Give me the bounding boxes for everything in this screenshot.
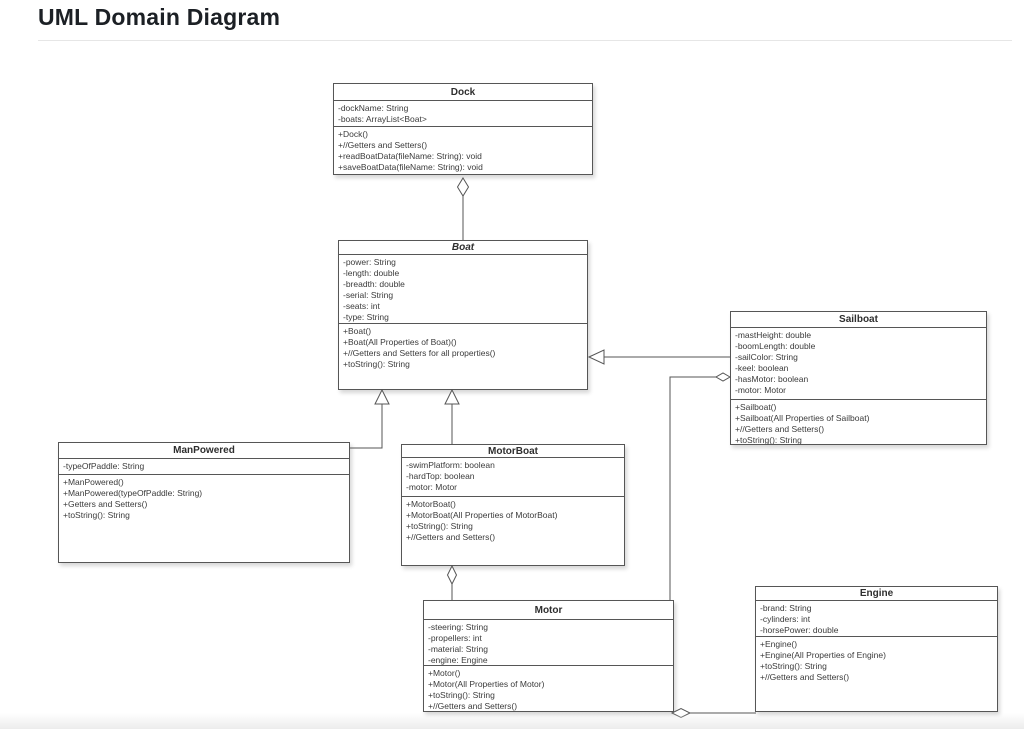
page-bottom-edge <box>0 713 1024 729</box>
class-manpowered-title: ManPowered <box>59 443 349 459</box>
class-manpowered: ManPowered -typeOfPaddle: String +ManPow… <box>58 442 350 563</box>
class-manpowered-attributes: -typeOfPaddle: String <box>63 461 145 471</box>
connector-sailboat-aggregates-motor <box>669 372 732 600</box>
class-sailboat-attributes: -mastHeight: double -boomLength: double … <box>735 330 816 395</box>
class-motor-attributes: -steering: String -propellers: int -mate… <box>428 622 488 665</box>
header-divider <box>38 40 1012 41</box>
class-motor: Motor -steering: String -propellers: int… <box>423 600 674 712</box>
class-sailboat-methods: +Sailboat() +Sailboat(All Properties of … <box>731 399 986 444</box>
generalization-triangle-icon <box>444 388 460 405</box>
class-engine-attributes: -brand: String -cylinders: int -horsePow… <box>760 603 839 635</box>
class-engine: Engine -brand: String -cylinders: int -h… <box>755 586 998 712</box>
class-dock-methods: +Dock() +//Getters and Setters() +readBo… <box>334 126 592 174</box>
aggregation-diamond-icon <box>446 564 458 586</box>
class-engine-title: Engine <box>756 587 997 601</box>
class-sailboat-title: Sailboat <box>731 312 986 328</box>
generalization-triangle-icon <box>374 388 390 405</box>
connector-dock-aggregates-boat <box>456 177 470 240</box>
class-motor-title: Motor <box>424 601 673 620</box>
class-boat-title: Boat <box>339 241 587 255</box>
class-engine-methods: +Engine() +Engine(All Properties of Engi… <box>756 636 997 711</box>
class-boat-methods: +Boat() +Boat(All Properties of Boat)() … <box>339 323 587 389</box>
class-motorboat-title: MotorBoat <box>402 445 624 458</box>
page-title: UML Domain Diagram <box>38 4 281 30</box>
class-dock-attributes: -dockName: String -boats: ArrayList<Boat… <box>338 103 427 124</box>
class-motor-methods: +Motor() +Motor(All Properties of Motor)… <box>424 665 673 711</box>
class-manpowered-methods: +ManPowered() +ManPowered(typeOfPaddle: … <box>59 474 349 562</box>
connector-manpowered-extends-boat <box>350 388 390 449</box>
class-motorboat-attributes: -swimPlatform: boolean -hardTop: boolean… <box>406 460 495 492</box>
generalization-triangle-icon <box>587 349 605 365</box>
connector-motorboat-aggregates-motor <box>446 564 458 600</box>
aggregation-diamond-icon <box>456 177 470 197</box>
class-dock-title: Dock <box>334 84 592 101</box>
class-dock: Dock -dockName: String -boats: ArrayList… <box>333 83 593 175</box>
class-boat-attributes: -power: String -length: double -breadth:… <box>343 257 405 322</box>
class-motorboat: MotorBoat -swimPlatform: boolean -hardTo… <box>401 444 625 566</box>
connector-motorboat-extends-boat <box>444 388 460 444</box>
class-motorboat-methods: +MotorBoat() +MotorBoat(All Properties o… <box>402 496 624 565</box>
class-boat: Boat -power: String -length: double -bre… <box>338 240 588 390</box>
connector-sailboat-extends-boat <box>587 349 730 365</box>
class-sailboat: Sailboat -mastHeight: double -boomLength… <box>730 311 987 445</box>
aggregation-diamond-icon <box>714 372 732 382</box>
